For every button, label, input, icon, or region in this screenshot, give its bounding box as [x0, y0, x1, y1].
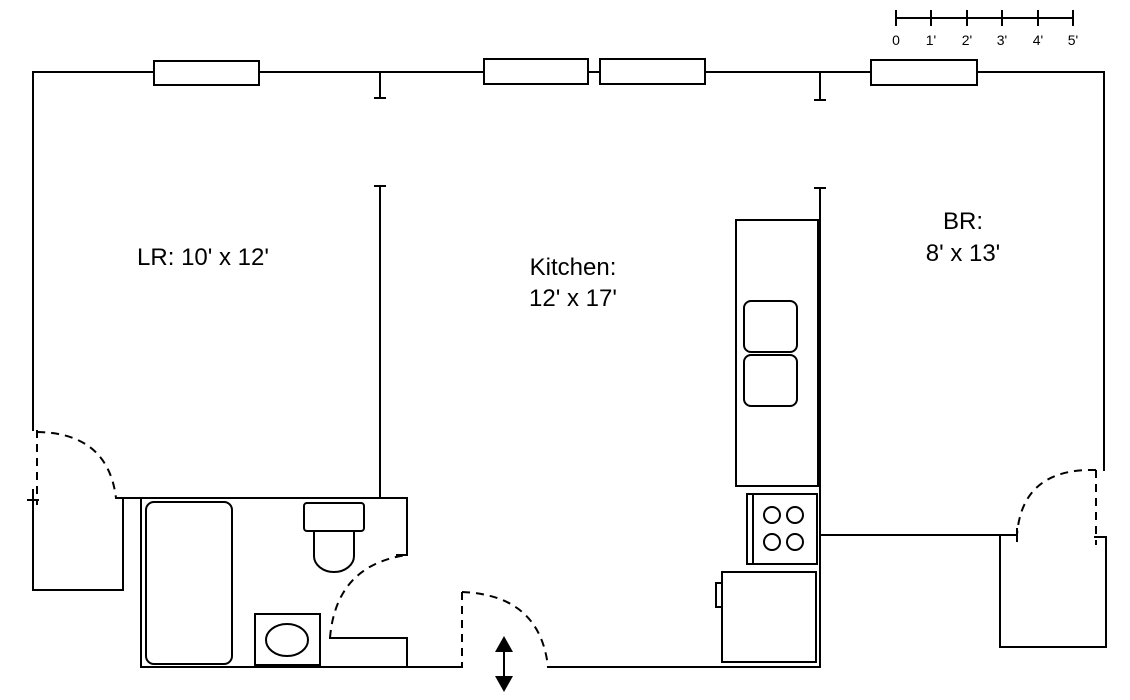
kitchen-sink-basin — [743, 300, 798, 353]
stove-burner — [763, 506, 781, 524]
sink-basin — [265, 623, 309, 657]
window — [153, 60, 260, 86]
refrigerator-handle — [715, 582, 723, 608]
scale-tick-label: 3' — [997, 32, 1007, 48]
entry-door-swing — [461, 591, 549, 668]
br-closet — [999, 468, 1107, 648]
kitchen-label: Kitchen: — [530, 254, 617, 281]
bathroom-fixtures — [145, 501, 408, 666]
closet-outline — [999, 534, 1107, 648]
sink-cabinet — [254, 613, 321, 666]
kitchen-sink-basin — [743, 354, 798, 407]
stove — [746, 493, 818, 565]
window — [870, 59, 978, 86]
interior-walls — [115, 71, 1105, 668]
window — [599, 58, 706, 85]
windows — [153, 58, 978, 86]
stove-burner — [763, 533, 781, 551]
lr-label: LR: 10' x 12' — [137, 244, 269, 271]
double-arrow-vertical-icon — [495, 636, 513, 692]
scale-tick-label: 2' — [962, 32, 972, 48]
closet-door-swing — [1016, 468, 1097, 536]
toilet-tank — [303, 502, 365, 532]
entry-arrow-head-down — [495, 676, 513, 692]
br-size: 8' x 13' — [926, 240, 1001, 267]
bathtub — [145, 501, 233, 665]
lr-closet — [27, 430, 124, 591]
kitchen-size: 12' x 17' — [529, 285, 617, 312]
room-labels: LR: 10' x 12' Kitchen: 12' x 17' BR: 8' … — [137, 208, 1000, 312]
window — [483, 58, 589, 85]
stove-burner — [786, 533, 804, 551]
br-label: BR: — [943, 208, 983, 235]
closet-door-swing — [36, 431, 117, 499]
entry-door — [461, 591, 549, 692]
exterior-walls — [32, 71, 1105, 668]
kitchen-fixtures — [715, 219, 819, 663]
refrigerator — [721, 571, 817, 663]
entry-arrow-head-up — [495, 636, 513, 652]
scale-tick-label: 5' — [1068, 32, 1078, 48]
toilet-bowl — [313, 530, 355, 573]
stove-burner — [786, 506, 804, 524]
scale-tick-label: 1' — [926, 32, 936, 48]
scale-tick-label: 0 — [892, 32, 900, 48]
closet-outline — [32, 489, 124, 591]
scale-tick-label: 4' — [1033, 32, 1043, 48]
scale-bar: 0 1' 2' 3' 4' 5' — [892, 10, 1078, 48]
bathroom-door-swing — [329, 554, 408, 639]
kitchen-counter — [735, 219, 819, 487]
